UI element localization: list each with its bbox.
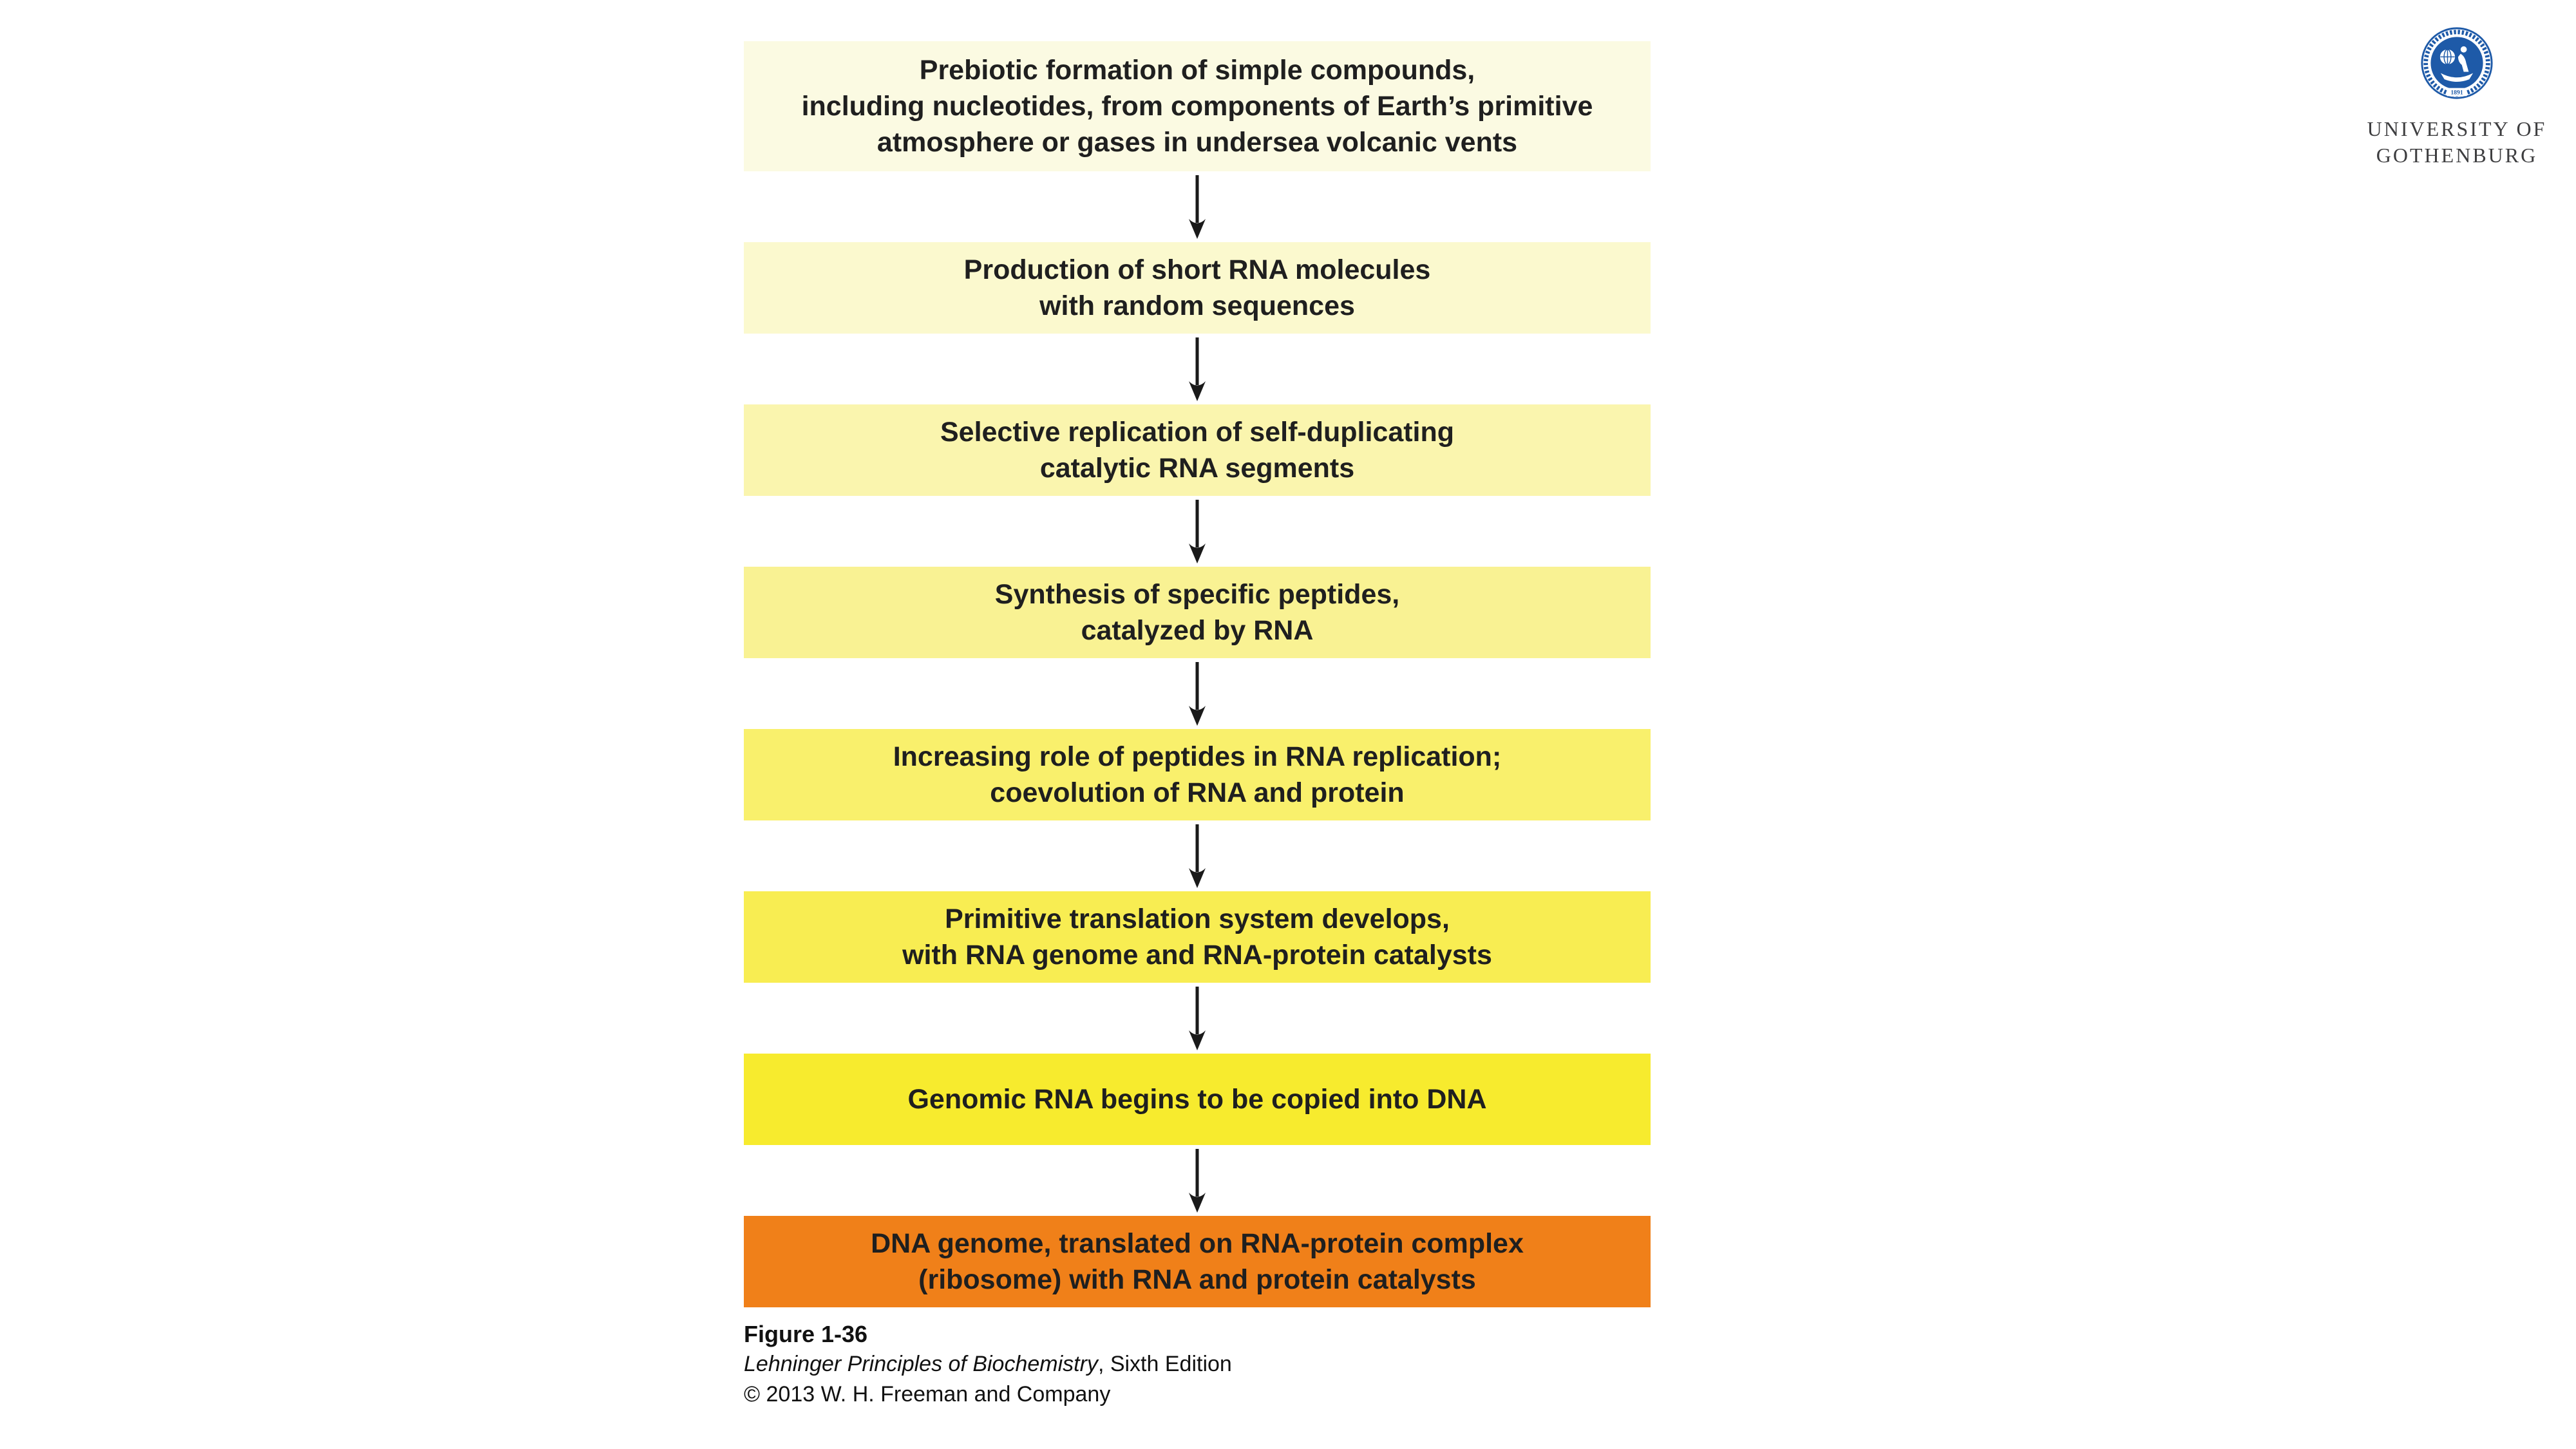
flow-arrow xyxy=(744,496,1651,567)
down-arrow-icon xyxy=(1189,337,1206,401)
figure-label: Figure 1-36 xyxy=(744,1321,868,1347)
flow-step-peptide-synthesis: Synthesis of specific peptides, catalyze… xyxy=(744,567,1651,658)
flow-step-text-line: Selective replication of self-duplicatin… xyxy=(940,417,1455,448)
flow-step-text-line: Primitive translation system develops, xyxy=(945,904,1450,934)
flow-arrow xyxy=(744,983,1651,1054)
down-arrow-icon xyxy=(1189,824,1206,888)
flow-step-text-line: including nucleotides, from components o… xyxy=(801,91,1593,122)
university-seal-icon: 1891 xyxy=(2421,27,2493,99)
down-arrow-icon xyxy=(1189,987,1206,1050)
down-arrow-icon xyxy=(1189,175,1206,239)
flow-step-rna-to-dna: Genomic RNA begins to be copied into DNA xyxy=(744,1054,1651,1145)
flow-step-text-line: (ribosome) with RNA and protein catalyst… xyxy=(918,1264,1476,1295)
seal-year-text: 1891 xyxy=(2450,89,2463,96)
flow-step-text-line: with random sequences xyxy=(1039,290,1355,321)
flow-step-prebiotic-formation: Prebiotic formation of simple compounds,… xyxy=(744,41,1651,171)
flow-step-short-rna: Production of short RNA molecules with r… xyxy=(744,242,1651,334)
book-title-line: Lehninger Principles of Biochemistry, Si… xyxy=(744,1349,1232,1379)
university-name-line2: GOTHENBURG xyxy=(2376,144,2538,167)
flow-arrow xyxy=(744,820,1651,891)
flow-step-selective-replication: Selective replication of self-duplicatin… xyxy=(744,404,1651,496)
flow-step-translation-system: Primitive translation system develops, w… xyxy=(744,891,1651,983)
flow-step-text-line: coevolution of RNA and protein xyxy=(990,777,1405,808)
flow-arrow xyxy=(744,658,1651,729)
flow-step-text-line: Production of short RNA molecules xyxy=(963,254,1431,285)
flow-arrow xyxy=(744,334,1651,404)
flow-arrow xyxy=(744,171,1651,242)
flow-step-text-line: Genomic RNA begins to be copied into DNA xyxy=(907,1084,1487,1115)
flow-step-text-line: with RNA genome and RNA-protein catalyst… xyxy=(902,940,1492,971)
flow-step-text-line: atmosphere or gases in undersea volcanic… xyxy=(876,127,1518,158)
figure-caption: Figure 1-36 Lehninger Principles of Bioc… xyxy=(744,1319,1232,1410)
down-arrow-icon xyxy=(1189,662,1206,726)
copyright-line: © 2013 W. H. Freeman and Company xyxy=(744,1382,1111,1406)
down-arrow-icon xyxy=(1189,500,1206,564)
flow-step-text-line: Synthesis of specific peptides, xyxy=(994,579,1400,610)
flow-step-text-line: Increasing role of peptides in RNA repli… xyxy=(893,741,1502,772)
university-name-line1: UNIVERSITY OF xyxy=(2367,117,2547,140)
flow-step-coevolution: Increasing role of peptides in RNA repli… xyxy=(744,729,1651,820)
flow-step-text-line: Prebiotic formation of simple compounds, xyxy=(919,55,1475,86)
flow-step-text-line: DNA genome, translated on RNA-protein co… xyxy=(871,1228,1524,1259)
flow-step-text-line: catalytic RNA segments xyxy=(1039,453,1355,484)
down-arrow-icon xyxy=(1189,1149,1206,1213)
university-logo: 1891 UNIVERSITY OF GOTHENBURG xyxy=(2344,26,2570,169)
book-title: Lehninger Principles of Biochemistry xyxy=(744,1352,1098,1376)
flow-step-text-line: catalyzed by RNA xyxy=(1081,615,1314,646)
rna-world-flowchart: Prebiotic formation of simple compounds,… xyxy=(744,41,1651,1307)
flow-arrow xyxy=(744,1145,1651,1216)
flow-step-dna-genome: DNA genome, translated on RNA-protein co… xyxy=(744,1216,1651,1307)
book-edition: , Sixth Edition xyxy=(1097,1352,1232,1376)
